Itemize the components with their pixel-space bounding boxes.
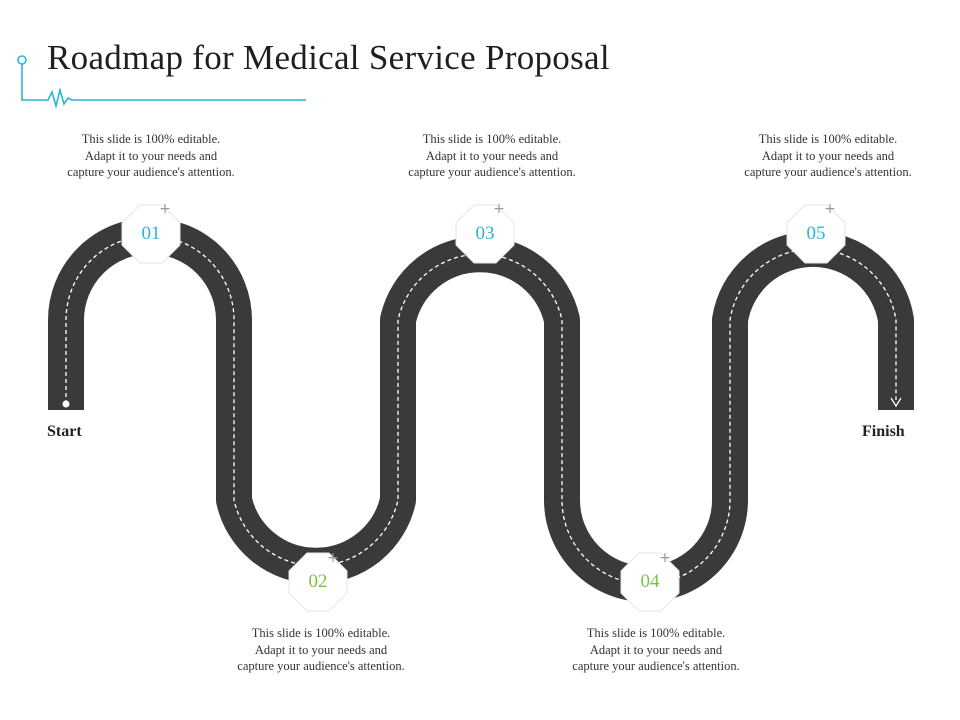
plus-icon: +: [493, 201, 505, 217]
finish-arrow-icon: [890, 397, 902, 408]
step-description-01: This slide is 100% editable. Adapt it to…: [67, 132, 235, 179]
step-description-04: This slide is 100% editable. Adapt it to…: [572, 626, 740, 673]
step-marker-02: +: [288, 550, 348, 612]
step-number-01: 01: [141, 223, 161, 244]
start-label: Start: [47, 423, 82, 440]
road-centerline: [65, 235, 897, 585]
plus-icon: +: [327, 550, 339, 566]
step-description-05: This slide is 100% editable. Adapt it to…: [744, 132, 912, 179]
step-number-02: 02: [308, 571, 328, 592]
finish-label: Finish: [862, 423, 905, 440]
step-number-05: 05: [806, 223, 826, 244]
page-title: Roadmap for Medical Service Proposal: [47, 38, 610, 77]
step-description-03: This slide is 100% editable. Adapt it to…: [408, 132, 576, 179]
step-number-04: 04: [640, 571, 660, 592]
plus-icon: +: [659, 550, 671, 566]
step-marker-04: +: [620, 550, 680, 612]
step-number-03: 03: [475, 223, 495, 244]
heartbeat-line-icon: [17, 55, 306, 110]
plus-icon: +: [824, 201, 836, 217]
plus-icon: +: [159, 201, 171, 217]
step-marker-05: +: [786, 201, 846, 264]
step-marker-01: +: [121, 201, 181, 264]
start-dot-icon: [62, 400, 70, 408]
step-marker-03: +: [455, 201, 515, 264]
road-surface: [48, 218, 914, 602]
step-description-02: This slide is 100% editable. Adapt it to…: [237, 626, 405, 673]
